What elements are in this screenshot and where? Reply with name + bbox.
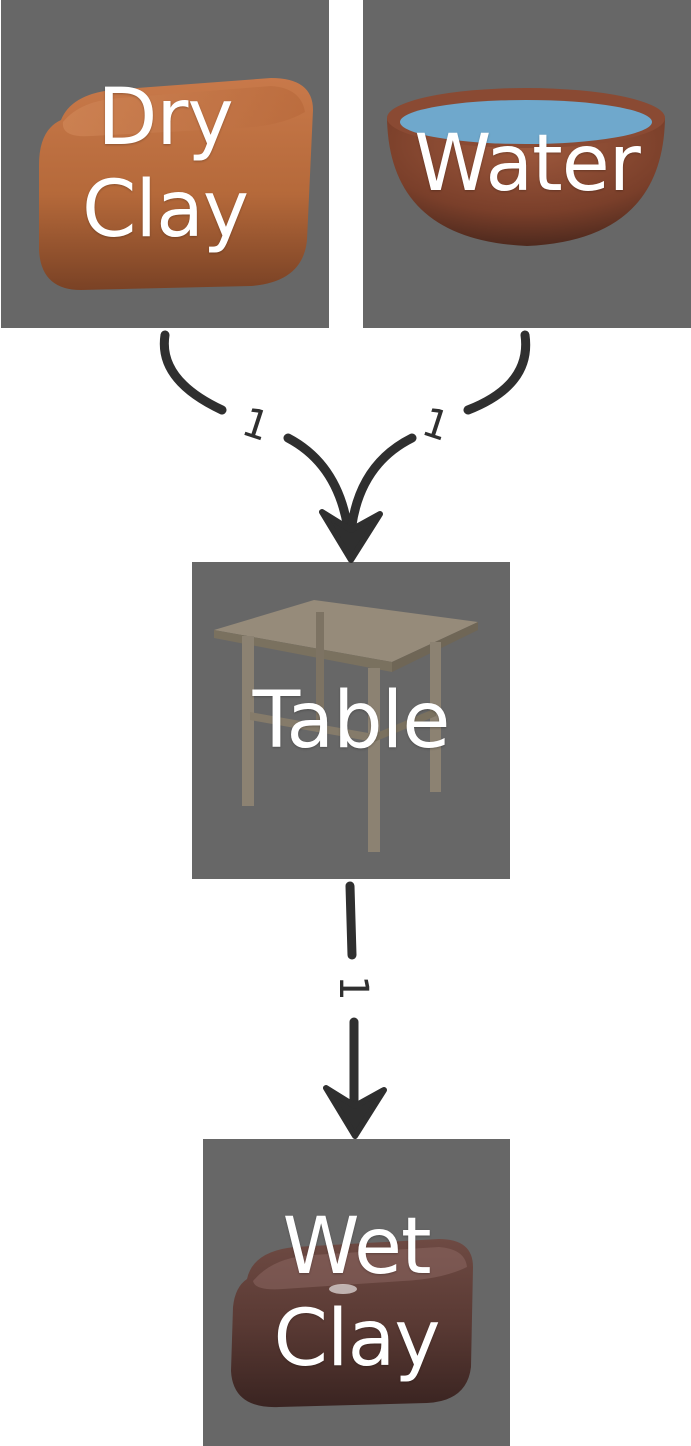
node-label-line: Wet <box>282 1201 431 1292</box>
edge-dry-clay-to-table <box>283 433 355 553</box>
edge-water-to-table <box>463 330 531 415</box>
wet-clay-block-icon <box>231 1239 473 1408</box>
edge-label: 1 <box>236 399 274 451</box>
node-water: Water <box>363 0 691 328</box>
table-icon <box>214 600 478 852</box>
node-dry-clay: Dry Clay <box>1 0 329 328</box>
node-label: Dry Clay <box>1 72 329 256</box>
edge-dry-clay-to-table <box>159 330 227 415</box>
node-label: Table <box>192 674 510 766</box>
edge-water-to-table <box>345 433 417 553</box>
edge-label: 1 <box>416 399 454 451</box>
arrowhead-icon <box>323 1085 387 1139</box>
node-label: Wet Clay <box>203 1200 510 1384</box>
node-label-line: Dry <box>97 72 233 163</box>
node-table: Table <box>192 562 510 879</box>
clay-block-icon <box>39 78 313 290</box>
node-label-line: Table <box>252 675 451 766</box>
node-label: Water <box>363 118 691 210</box>
edge-label: 1 <box>330 975 376 1000</box>
water-bowl-icon <box>387 88 665 246</box>
arrowhead-icon <box>319 509 383 563</box>
node-label-line: Clay <box>273 1293 440 1384</box>
node-wet-clay: Wet Clay <box>203 1139 510 1446</box>
node-label-line: Water <box>414 118 641 209</box>
edge-table-to-wet-clay <box>345 881 357 960</box>
node-label-line: Clay <box>81 165 249 255</box>
